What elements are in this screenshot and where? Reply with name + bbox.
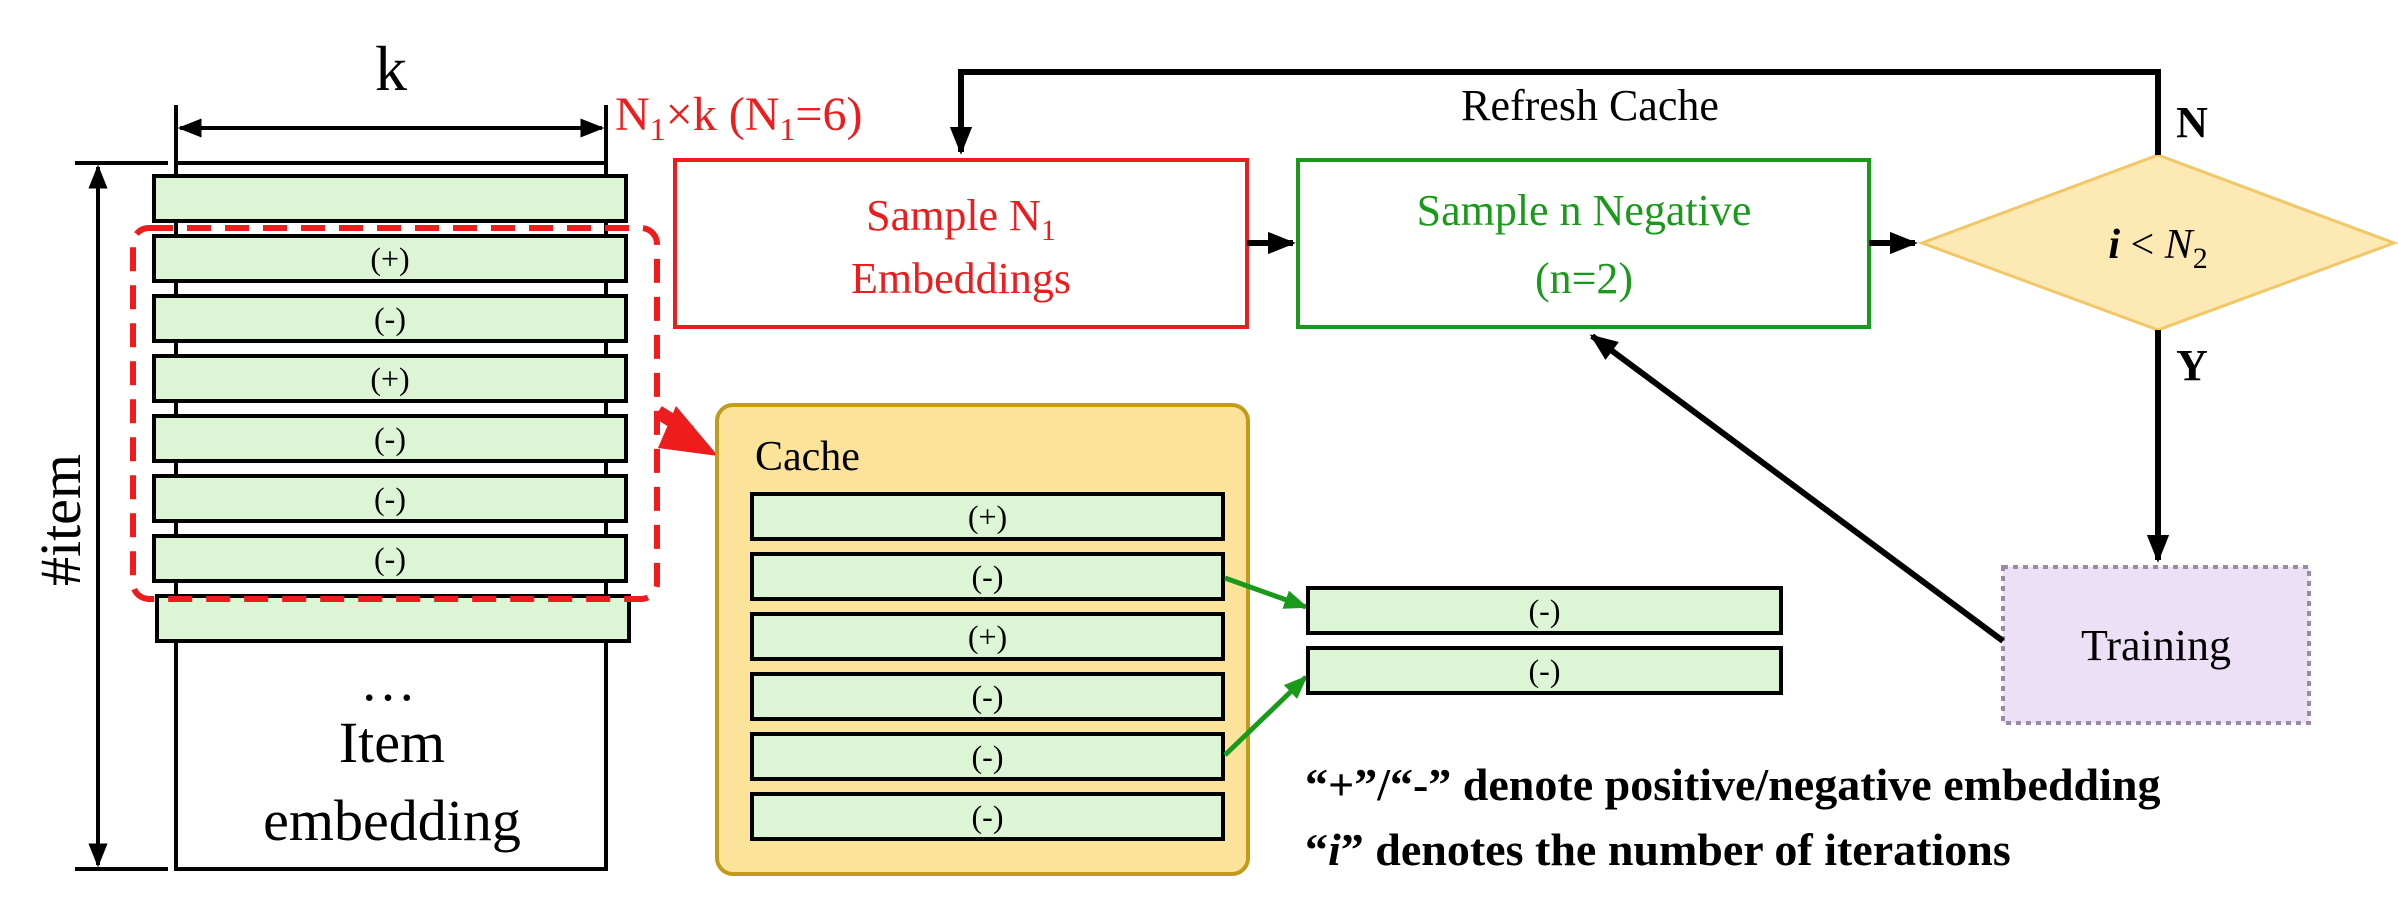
legend-note-iterations: “i” denotes the number of iterations — [1305, 824, 2011, 875]
sample-n1-line2: Embeddings — [851, 254, 1071, 303]
item-row-3 — [152, 294, 628, 343]
item-row-label-2: (+) — [370, 241, 409, 277]
cache-row-3 — [750, 612, 1225, 661]
item-row-1 — [152, 174, 628, 223]
item-row-label-6: (-) — [374, 481, 406, 517]
item-row-5 — [152, 414, 628, 463]
training-label: Training — [2081, 621, 2231, 670]
decision-diamond: i < N2 — [1917, 153, 2398, 332]
negative-row-label-2: (-) — [1529, 653, 1561, 689]
cache-to-negative-arrow-1 — [1224, 575, 1309, 610]
negative-samples: (-) (-) — [1306, 586, 1783, 695]
item-row-6 — [152, 474, 628, 523]
sample-n1-box: Sample N1 Embeddings — [673, 158, 1249, 329]
sample-n1-frame — [673, 158, 1249, 329]
item-row-8 — [155, 594, 631, 643]
refresh-cache-label: Refresh Cache — [1461, 81, 1719, 130]
item-caption-line2: embedding — [263, 788, 521, 853]
item-row-label-3: (-) — [374, 301, 406, 337]
cache-row-6 — [750, 792, 1225, 841]
refresh-cache-loop-line — [949, 69, 2161, 155]
item-caption-line1: Item — [339, 710, 445, 775]
n1-annotation: N1×k (N1=6) — [615, 88, 862, 147]
item-row-label-5: (-) — [374, 421, 406, 457]
k-label: k — [375, 33, 407, 104]
item-row-label-7: (-) — [374, 541, 406, 577]
no-branch-label: N — [2176, 98, 2208, 147]
cache-title: Cache — [755, 434, 860, 480]
negative-row-2 — [1306, 646, 1783, 695]
legend-note-signs: “+”/“-” denote positive/negative embeddi… — [1305, 759, 2160, 810]
n1-selection-box — [130, 225, 660, 602]
cache-rows: (+) (-) (+) (-) (-) (-) — [750, 492, 1225, 841]
yes-branch-label: Y — [2176, 341, 2208, 390]
decision-condition: i < N2 — [2108, 222, 2207, 275]
sample-negative-box: Sample n Negative (n=2) — [1296, 158, 1871, 329]
cache-row-4 — [750, 672, 1225, 721]
cache-row-1 — [750, 492, 1225, 541]
negative-row-label-1: (-) — [1529, 593, 1561, 629]
cache-row-label-4: (-) — [972, 679, 1004, 715]
sample-negative-line1: Sample n Negative — [1417, 186, 1752, 235]
item-count-dimension: #item — [28, 161, 168, 871]
cache-panel: Cache (+) (-) (+) (-) (-) (-) — [715, 403, 1250, 876]
selection-to-cache-arrowhead — [658, 406, 718, 456]
sample-n1-line1: Sample N1 — [866, 191, 1056, 247]
item-row-label-4: (+) — [370, 361, 409, 397]
cache-row-label-2: (-) — [972, 559, 1004, 595]
cache-row-5 — [750, 732, 1225, 781]
sample-negative-line2: (n=2) — [1535, 254, 1633, 303]
k-dimension: k — [174, 33, 608, 162]
training-to-negative-arrow — [1589, 333, 2005, 644]
item-row-7 — [152, 534, 628, 583]
item-axis-label: #item — [28, 454, 93, 586]
item-rows: (+) (-) (+) (-) (-) (-) — [152, 174, 631, 643]
cache-row-label-1: (+) — [968, 499, 1007, 535]
training-frame — [2001, 565, 2311, 725]
item-embedding-matrix: (+) (-) (+) (-) (-) (-) … Item embedding — [152, 161, 631, 871]
cache-row-2 — [750, 552, 1225, 601]
cache-to-negative-arrow-2 — [1223, 675, 1308, 757]
cache-row-label-3: (+) — [968, 619, 1007, 655]
cache-row-label-6: (-) — [972, 799, 1004, 835]
training-box: Training — [2001, 565, 2311, 725]
item-ellipsis: … — [360, 651, 416, 713]
negative-row-1 — [1306, 586, 1783, 635]
cache-row-label-5: (-) — [972, 739, 1004, 775]
item-row-2 — [152, 234, 628, 283]
item-row-4 — [152, 354, 628, 403]
decision-shape — [1917, 153, 2398, 332]
